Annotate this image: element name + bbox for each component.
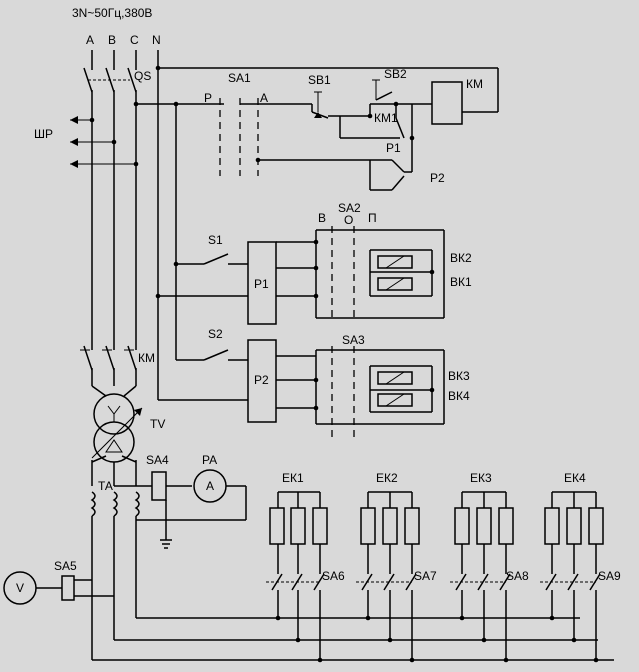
qs-label: QS xyxy=(134,69,151,83)
km-coil-label: КМ xyxy=(466,77,483,91)
measuring-circuit xyxy=(90,469,247,560)
voltmeter-label: V xyxy=(16,581,24,595)
shr-label: ШР xyxy=(34,127,53,141)
km-main-label: КМ xyxy=(138,351,155,365)
supply-label: 3N~50Гц,380В xyxy=(72,6,152,20)
km1-contact-label: КМ1 xyxy=(374,111,398,125)
ek2-label: ЕК2 xyxy=(376,471,398,485)
bk3-label: ВК3 xyxy=(448,369,470,383)
s1-p1 xyxy=(155,241,277,325)
bk4-label: ВК4 xyxy=(448,389,470,403)
sa2-block: SA2 В О П xyxy=(276,201,445,322)
neutral-n-label: N xyxy=(152,33,161,47)
heater-group-1: ЕК1 SA6 xyxy=(266,471,345,663)
heater-bus xyxy=(91,560,614,661)
sa1-label: SA1 xyxy=(228,71,251,85)
sa9-label: SA9 xyxy=(598,569,621,583)
relay-p2 xyxy=(247,339,277,423)
sa4-switch xyxy=(151,471,167,501)
phase-buses xyxy=(83,50,159,400)
p2-contact-label: Р2 xyxy=(430,171,445,185)
sb1-label: SB1 xyxy=(308,73,331,87)
phase-b-label: B xyxy=(108,33,116,47)
km-coil xyxy=(431,81,463,125)
s1-label: S1 xyxy=(208,233,223,247)
s2-p2 xyxy=(158,339,277,423)
pa-label: PA xyxy=(202,453,217,467)
shr-socket xyxy=(70,116,139,168)
sa2-o-label: О xyxy=(344,213,353,227)
voltmeter-circuit xyxy=(3,571,114,605)
sb2-label: SB2 xyxy=(384,67,407,81)
sa2-v-label: В xyxy=(318,211,326,225)
ammeter-label: A xyxy=(206,479,214,493)
ek3-label: ЕК3 xyxy=(470,471,492,485)
heater-group-2: ЕК2 SA7 xyxy=(356,471,437,663)
heater-group-4: ЕК4 SA9 xyxy=(540,471,621,663)
transformer-tv xyxy=(91,393,143,486)
main-contactor xyxy=(80,345,137,397)
sa7-label: SA7 xyxy=(414,569,437,583)
sa1-left-label: Р xyxy=(204,91,212,105)
sa2-label: SA2 xyxy=(338,201,361,215)
bk1-label: ВК1 xyxy=(450,275,472,289)
sa5-label: SA5 xyxy=(54,559,77,573)
phase-c-label: C xyxy=(130,33,139,47)
p2-relay-label: Р2 xyxy=(254,373,269,387)
bk2-label: ВК2 xyxy=(450,251,472,265)
s2-label: S2 xyxy=(208,327,223,341)
phase-a-label: A xyxy=(86,33,94,47)
control-circuit xyxy=(133,65,499,360)
sa6-label: SA6 xyxy=(322,569,345,583)
sa3-label: SA3 xyxy=(342,333,365,347)
p1-contact-label: Р1 xyxy=(386,141,401,155)
sa1-right-label: А xyxy=(260,91,268,105)
sa5-switch xyxy=(61,575,75,601)
tv-label: TV xyxy=(150,417,165,431)
ek1-label: ЕК1 xyxy=(282,471,304,485)
heater-group-3: ЕК3 SA8 xyxy=(450,471,529,663)
sa2-p-label: П xyxy=(368,211,377,225)
sa4-label: SA4 xyxy=(146,453,169,467)
sa8-label: SA8 xyxy=(506,569,529,583)
ta-label: ТА xyxy=(98,479,113,493)
sa3-block: SA3 xyxy=(276,333,445,440)
p1-relay-label: Р1 xyxy=(254,277,269,291)
relay-p1 xyxy=(247,241,277,325)
ek4-label: ЕК4 xyxy=(564,471,586,485)
